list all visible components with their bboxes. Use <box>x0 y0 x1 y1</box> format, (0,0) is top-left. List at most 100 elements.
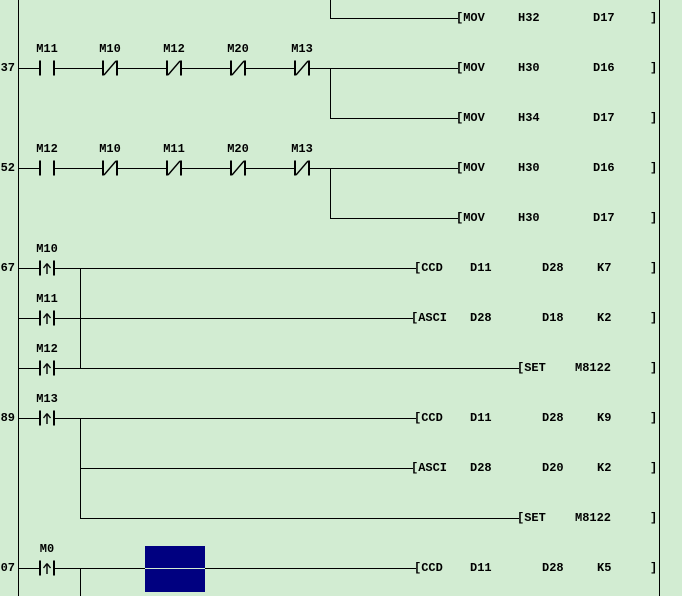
instruction-operand[interactable]: D28 <box>542 411 564 425</box>
device-label: M12 <box>36 342 58 356</box>
device-label: M13 <box>36 392 58 406</box>
contact-symbol <box>166 160 182 176</box>
contact-normally-closed[interactable] <box>161 60 187 76</box>
rung-line <box>18 418 416 419</box>
instruction-opcode[interactable]: [MOV <box>456 161 485 175</box>
instruction-operand[interactable]: H30 <box>518 211 540 225</box>
device-label: M20 <box>227 142 249 156</box>
instruction-opcode[interactable]: [CCD <box>414 411 443 425</box>
right-power-rail <box>659 0 660 596</box>
instruction-operand[interactable]: D11 <box>470 411 492 425</box>
instruction-operand[interactable]: K2 <box>597 311 612 325</box>
contact-rising-pulse[interactable] <box>34 560 60 576</box>
branch-connector <box>330 168 331 218</box>
contact-symbol <box>39 260 55 276</box>
contact-normally-open[interactable] <box>34 60 60 76</box>
instruction-operand[interactable]: ] <box>650 211 658 225</box>
contact-symbol <box>39 410 55 426</box>
contact-symbol <box>230 160 246 176</box>
rung-line <box>18 568 416 569</box>
instruction-operand[interactable]: H30 <box>518 61 540 75</box>
contact-normally-closed[interactable] <box>225 60 251 76</box>
contact-normally-closed[interactable] <box>289 60 315 76</box>
contact-symbol <box>39 60 55 76</box>
instruction-operand[interactable]: D28 <box>542 561 564 575</box>
instruction-operand[interactable]: ] <box>650 561 658 575</box>
rung-line-inverted <box>145 568 205 569</box>
instruction-operand[interactable]: D20 <box>542 461 564 475</box>
instruction-operand[interactable]: ] <box>650 361 658 375</box>
instruction-operand[interactable]: K7 <box>597 261 612 275</box>
rung-line <box>330 118 458 119</box>
contact-rising-pulse[interactable] <box>34 310 60 326</box>
instruction-operand[interactable]: D18 <box>542 311 564 325</box>
instruction-operand[interactable]: ] <box>650 161 658 175</box>
instruction-operand[interactable]: D16 <box>593 61 615 75</box>
rung-line <box>330 18 458 19</box>
contact-normally-closed[interactable] <box>97 160 123 176</box>
step-number: 67 <box>0 261 15 275</box>
device-label: M10 <box>36 242 58 256</box>
instruction-operand[interactable]: D11 <box>470 561 492 575</box>
branch-connector <box>80 268 81 368</box>
instruction-operand[interactable]: H34 <box>518 111 540 125</box>
instruction-operand[interactable]: D16 <box>593 161 615 175</box>
contact-symbol <box>294 60 310 76</box>
instruction-operand[interactable]: D17 <box>593 111 615 125</box>
branch-connector <box>330 0 331 18</box>
contact-normally-open[interactable] <box>34 160 60 176</box>
instruction-operand[interactable]: K9 <box>597 411 612 425</box>
contact-symbol <box>39 310 55 326</box>
device-label: M13 <box>291 142 313 156</box>
instruction-operand[interactable]: K2 <box>597 461 612 475</box>
instruction-operand[interactable]: K5 <box>597 561 612 575</box>
contact-rising-pulse[interactable] <box>34 360 60 376</box>
instruction-opcode[interactable]: [CCD <box>414 561 443 575</box>
instruction-opcode[interactable]: [SET <box>517 511 546 525</box>
instruction-operand[interactable]: ] <box>650 261 658 275</box>
step-number: 52 <box>0 161 15 175</box>
instruction-opcode[interactable]: [MOV <box>456 11 485 25</box>
instruction-operand[interactable]: ] <box>650 11 658 25</box>
instruction-opcode[interactable]: [MOV <box>456 111 485 125</box>
instruction-operand[interactable]: ] <box>650 411 658 425</box>
contact-rising-pulse[interactable] <box>34 260 60 276</box>
instruction-operand[interactable]: D17 <box>593 11 615 25</box>
instruction-operand[interactable]: ] <box>650 61 658 75</box>
contact-rising-pulse[interactable] <box>34 410 60 426</box>
instruction-opcode[interactable]: [MOV <box>456 61 485 75</box>
rung-line <box>18 368 519 369</box>
instruction-operand[interactable]: D17 <box>593 211 615 225</box>
instruction-operand[interactable]: D28 <box>470 461 492 475</box>
device-label: M10 <box>99 42 121 56</box>
instruction-opcode[interactable]: [SET <box>517 361 546 375</box>
step-number: 37 <box>0 61 15 75</box>
branch-connector <box>330 68 331 118</box>
contact-normally-closed[interactable] <box>225 160 251 176</box>
instruction-opcode[interactable]: [ASCI <box>411 311 448 325</box>
instruction-operand[interactable]: ] <box>650 111 658 125</box>
instruction-operand[interactable]: D28 <box>542 261 564 275</box>
instruction-opcode[interactable]: [ASCI <box>411 461 448 475</box>
contact-normally-closed[interactable] <box>161 160 187 176</box>
edit-cursor[interactable] <box>145 546 205 592</box>
instruction-operand[interactable]: M8122 <box>575 511 612 525</box>
instruction-operand[interactable]: D11 <box>470 261 492 275</box>
instruction-operand[interactable]: H30 <box>518 161 540 175</box>
contact-normally-closed[interactable] <box>97 60 123 76</box>
instruction-operand[interactable]: ] <box>650 461 658 475</box>
instruction-operand[interactable]: D28 <box>470 311 492 325</box>
instruction-operand[interactable]: ] <box>650 311 658 325</box>
device-label: M12 <box>163 42 185 56</box>
instruction-operand[interactable]: ] <box>650 511 658 525</box>
instruction-operand[interactable]: M8122 <box>575 361 612 375</box>
contact-symbol <box>102 60 118 76</box>
instruction-opcode[interactable]: [MOV <box>456 211 485 225</box>
contact-normally-closed[interactable] <box>289 160 315 176</box>
instruction-opcode[interactable]: [CCD <box>414 261 443 275</box>
contact-symbol <box>294 160 310 176</box>
instruction-operand[interactable]: H32 <box>518 11 540 25</box>
rung-line <box>18 268 416 269</box>
branch-connector <box>80 418 81 518</box>
